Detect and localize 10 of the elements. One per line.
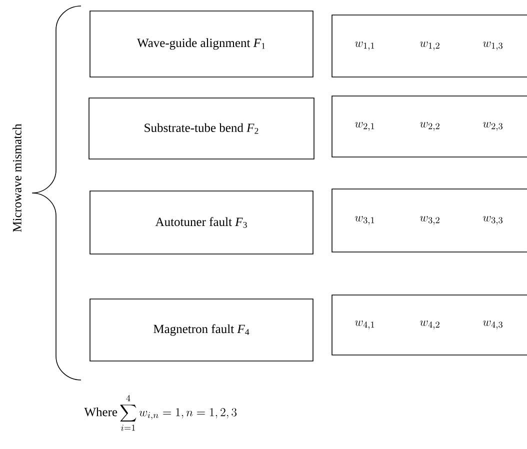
weight-box: $w_{4,1}$ $w_{4,2}$ $w_{4,3}$ <box>332 294 527 356</box>
factor-box: Wave-guide alignment F$_{1}$ <box>90 10 314 78</box>
group-label: Microwave mismatch <box>12 124 22 232</box>
factor-box: Autotuner fault F$_{3}$ <box>90 190 314 254</box>
weight-box: $w_{3,1}$ $w_{3,2}$ $w_{3,3}$ <box>332 188 527 252</box>
formula-note: Where $\sum_{i=1}^{4} w_{i,n} = 1, n = 1, 2, 3$ <box>84 395 237 431</box>
factor-box: Magnetron fault F$_{4}$ <box>90 298 314 362</box>
factor-box: Substrate-tube bend F$_{2}$ <box>88 98 314 160</box>
weight-box: $w_{1,1}$ $w_{1,2}$ $w_{1,3}$ <box>332 14 527 78</box>
weight-box: $w_{2,1}$ $w_{2,2}$ $w_{2,3}$ <box>332 96 527 158</box>
